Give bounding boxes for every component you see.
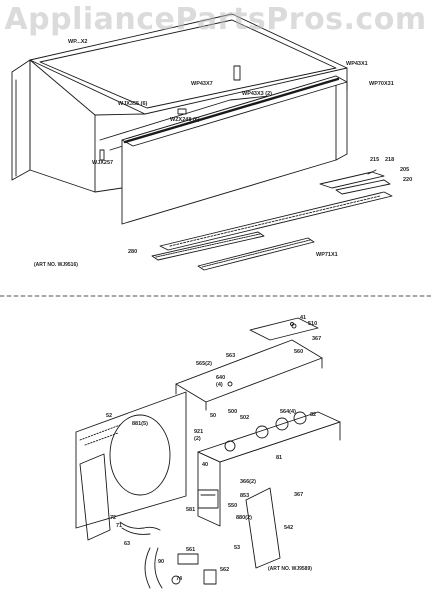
label-560: 560	[294, 349, 304, 355]
label-72: 72	[110, 515, 117, 521]
label-581: 581	[186, 507, 196, 513]
label-wjx355: WJX355 (6)	[118, 101, 148, 107]
label-wp43x7: WP43X7	[191, 81, 213, 87]
top-rail	[175, 339, 323, 411]
label-502: 502	[240, 415, 250, 421]
label-220: 220	[403, 177, 413, 183]
label-367a: 367	[312, 336, 322, 342]
access-cover	[245, 487, 281, 569]
label-4: (4)	[216, 382, 223, 388]
bracket-wp43x3	[233, 65, 241, 81]
label-880: 880(2)	[236, 515, 252, 521]
control-box	[197, 411, 341, 527]
label-562: 562	[220, 567, 230, 573]
label-280: 280	[128, 249, 138, 255]
label-wp71x1: WP71X1	[316, 252, 338, 258]
label-wzx248: WZX248 (6)	[170, 117, 200, 123]
label-50: 50	[210, 413, 217, 419]
label-63: 63	[124, 541, 131, 547]
label-215: 215	[370, 157, 380, 163]
label-218: 218	[385, 157, 395, 163]
label-wp43x1: WP43X1	[346, 61, 368, 67]
label-563: 563	[226, 353, 236, 359]
bracket-560	[177, 553, 199, 565]
label-74: 74	[176, 576, 183, 582]
label-71: 71	[116, 523, 123, 529]
label-90: 90	[158, 559, 165, 565]
capacitor	[197, 489, 219, 509]
clip-wjx257	[99, 149, 105, 161]
label-500: 500	[228, 409, 238, 415]
label-53: 53	[234, 545, 241, 551]
left-bracket	[79, 453, 111, 541]
label-wp43x3: WP43X3 (2)	[242, 91, 272, 97]
label-52: 52	[106, 413, 113, 419]
label-2: (2)	[194, 436, 201, 442]
label-550: 550	[228, 503, 238, 509]
label-853: 853	[240, 493, 250, 499]
label-wp70x31: WP70X31	[369, 81, 394, 87]
label-40: 40	[202, 462, 209, 468]
label-640: 640	[216, 375, 226, 381]
label-wp-top: WP...X2	[68, 39, 88, 45]
screw-wzx248	[177, 108, 187, 115]
label-41: 41	[300, 315, 307, 321]
label-542: 542	[284, 525, 294, 531]
grille-wp71x1	[197, 237, 315, 271]
label-564: 564(4)	[280, 409, 296, 415]
fan-housing-panel	[75, 391, 187, 529]
label-366: 366(2)	[240, 479, 256, 485]
bottom-grille	[159, 191, 393, 251]
trim-strips	[319, 169, 391, 195]
label-wjx257: WJX257	[92, 160, 114, 166]
label-367b: 367	[294, 492, 304, 498]
art-number-bottom: (ART NO. WJ9589)	[268, 566, 312, 572]
part-74	[171, 575, 181, 585]
label-205: 205	[400, 167, 410, 173]
label-510: 510	[308, 321, 318, 327]
label-81: 81	[276, 455, 283, 461]
part-562	[203, 569, 217, 585]
label-82: 82	[310, 412, 317, 418]
front-cover-panel	[121, 75, 348, 225]
grille-280	[151, 231, 265, 261]
label-881: 881(5)	[132, 421, 148, 427]
top-plate	[249, 317, 319, 341]
label-921: 921	[194, 429, 204, 435]
label-561: 561	[186, 547, 196, 553]
wire-harness	[119, 521, 163, 589]
art-number-top: (ART NO. WJ9516)	[34, 262, 78, 268]
label-565: 565(2)	[196, 361, 212, 367]
